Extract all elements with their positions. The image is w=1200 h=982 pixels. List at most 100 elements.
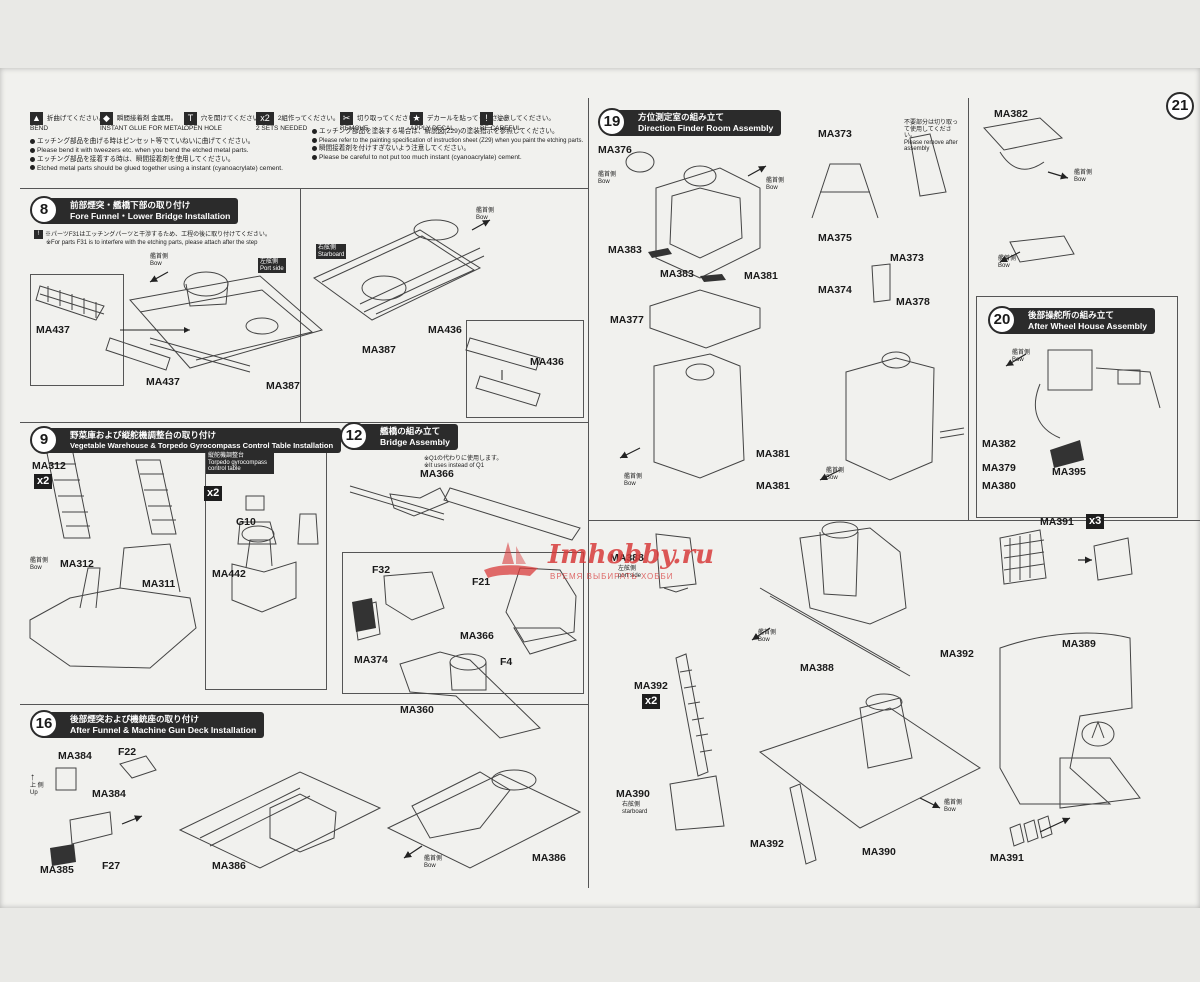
part-f32: F32: [372, 564, 391, 576]
part-ma384-a: MA384: [58, 750, 92, 762]
step20-box: [976, 296, 1178, 518]
part-ma374-a: MA374: [354, 654, 388, 666]
part-ma312-b: MA312: [60, 558, 94, 570]
part-ma386-b: MA386: [532, 852, 566, 864]
part-ma387-b: MA387: [362, 344, 396, 356]
step21-number: 21: [1166, 92, 1194, 120]
step20-number: 20: [988, 306, 1016, 334]
step9-number: 9: [30, 426, 58, 454]
unneeded-note: 不要部分は切り取って使用してください。Please remove after a…: [904, 120, 959, 153]
part-ma366-b: MA366: [460, 630, 494, 642]
part-ma437-b: MA437: [146, 376, 180, 388]
part-ma390-a: MA390: [616, 788, 650, 800]
part-ma381-c: MA381: [756, 480, 790, 492]
part-ma366-a: MA366: [420, 468, 454, 480]
divider-line: [588, 520, 1200, 521]
part-ma388-a: MA388: [610, 552, 644, 564]
part-ma312-a: MA312: [32, 460, 66, 472]
multiplier-x2-c: x2: [642, 694, 661, 709]
watermark-text: Imhobby.ru: [548, 540, 715, 570]
bridge-sub-box: [342, 552, 584, 694]
part-ma373-b: MA373: [890, 252, 924, 264]
legend-careful: ! 注意してください。BE CAREFUL: [480, 112, 555, 132]
part-f22: F22: [118, 746, 137, 758]
part-ma380: MA380: [982, 480, 1016, 492]
legend-remove: ✂ 切り取ってください。REMOVE: [340, 112, 422, 132]
part-ma437-a: MA437: [36, 324, 70, 336]
part-ma379: MA379: [982, 462, 1016, 474]
drill-icon: T: [184, 112, 197, 125]
part-ma383-b: MA383: [660, 268, 694, 280]
multiplier-x2-b: x2: [204, 486, 223, 501]
instruction-sheet: ▲ 折曲げてください。BEND ◆ 瞬間接着剤 金属用。INSTANT GLUE…: [0, 68, 1200, 908]
part-f21: F21: [472, 576, 491, 588]
watermark-logo-icon: [484, 542, 538, 578]
part-ma375: MA375: [818, 232, 852, 244]
multiplier-x2-a: x2: [34, 474, 53, 489]
sets-icon: x2: [256, 112, 274, 125]
part-ma388-b: MA388: [800, 662, 834, 674]
step8-number: 8: [30, 196, 58, 224]
part-ma442: MA442: [212, 568, 246, 580]
watermark-slogan: ВРЕМЯ ВЫБИРАТЬ ХОББИ: [550, 572, 674, 581]
warning-icon: !: [480, 112, 493, 125]
part-ma381-a: MA381: [744, 270, 778, 282]
glue-icon: ◆: [100, 112, 113, 125]
multiplier-x3: x3: [1086, 514, 1105, 529]
part-ma389: MA389: [1062, 638, 1096, 650]
part-ma386-a: MA386: [212, 860, 246, 872]
divider-line: [20, 422, 588, 423]
part-g10: G10: [236, 516, 256, 528]
step8-note: !※パーツF31はエッチングパーツと干渉するため、工程の後に取り付けてください。…: [34, 230, 271, 247]
divider-line: [968, 98, 969, 520]
part-ma436-a: MA436: [428, 324, 462, 336]
part-ma390-b: MA390: [862, 846, 896, 858]
step12-number: 12: [340, 422, 368, 450]
q1-note: ※Q1の代わりに使用します。※It uses instead of Q1: [424, 456, 503, 469]
part-ma381-b: MA381: [756, 448, 790, 460]
notes-right: エッチング部品を塗装する場合は、解説図(Z29)の塗装指示を参照してください。 …: [312, 128, 583, 163]
part-ma392-b: MA392: [634, 680, 668, 692]
divider-line: [20, 188, 588, 189]
legend-bend: ▲ 折曲げてください。BEND: [30, 112, 106, 132]
step16-number: 16: [30, 710, 58, 738]
up-arrow-icon: ↑: [30, 772, 35, 783]
legend-hole: T 穴を開けてください。OPEN HOLE: [184, 112, 266, 132]
part-f27: F27: [102, 860, 121, 872]
step19-number: 19: [598, 108, 626, 136]
part-ma382-a: MA382: [982, 438, 1016, 450]
legend-decal: ★ デカールを貼ってください。APPLY DECAL: [410, 112, 511, 132]
scissors-icon: ✂: [340, 112, 353, 125]
part-ma382-b: MA382: [994, 108, 1028, 120]
part-ma391-b: MA391: [990, 852, 1024, 864]
star-icon: ★: [410, 112, 423, 125]
part-ma378: MA378: [896, 296, 930, 308]
part-ma391-a: MA391: [1040, 516, 1074, 528]
part-ma436-b: MA436: [530, 356, 564, 368]
ma436-sub-box: [466, 320, 584, 418]
legend-glue: ◆ 瞬間接着剤 金属用。INSTANT GLUE FOR METAL: [100, 112, 186, 132]
part-ma384-b: MA384: [92, 788, 126, 800]
notes-left: エッチング部品を曲げる時はピンセット等でていねいに曲げてください。 Please…: [30, 138, 283, 174]
bend-icon: ▲: [30, 112, 43, 125]
